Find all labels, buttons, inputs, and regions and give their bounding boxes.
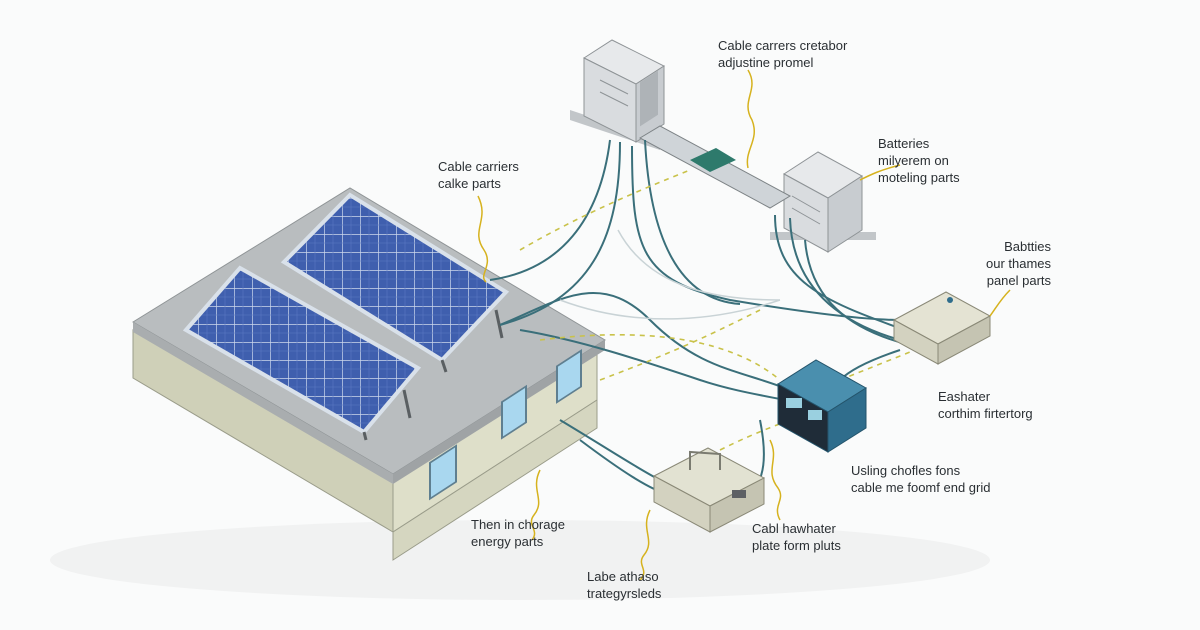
ground-shadow xyxy=(50,520,990,600)
solar-panel-front xyxy=(182,265,422,435)
label-line: trategyrsleds xyxy=(587,586,662,601)
window xyxy=(501,384,527,440)
label-bottom-center: Cabl hawhater plate form pluts xyxy=(752,520,841,554)
building xyxy=(132,187,606,561)
building-lower-wall xyxy=(392,399,598,561)
label-batteries: Batteries milyerem on moteling parts xyxy=(878,135,960,186)
window xyxy=(556,349,582,404)
solar-panel-rear xyxy=(280,192,510,363)
window xyxy=(429,444,457,501)
label-right-lower: Usling chofles fons cable me foomf end g… xyxy=(851,462,990,496)
label-line: our thames xyxy=(986,256,1052,271)
label-right-upper: Babtties our thames panel parts xyxy=(986,238,1051,289)
label-line: Cable carriers xyxy=(438,159,519,174)
cables-light xyxy=(559,229,781,320)
label-bottom: Labe athaso trategyrsleds xyxy=(587,568,661,602)
label-line: Then in chorage xyxy=(471,517,565,532)
label-line: Batteries xyxy=(878,136,930,151)
label-top-center: Cable carrers cretabor adjustine promel xyxy=(718,37,847,71)
roof-parapet-front xyxy=(393,340,605,484)
label-line: milyerem on xyxy=(878,153,949,168)
leader-lines xyxy=(477,69,1011,581)
label-line: Cabl hawhater xyxy=(752,521,836,536)
cables xyxy=(489,139,911,501)
panel-leg xyxy=(402,389,412,419)
inverter-cabinet-right xyxy=(770,151,876,253)
cable-tray-connector xyxy=(690,148,736,172)
panel-leg xyxy=(440,359,448,373)
label-line: corthim firtertorg xyxy=(938,406,1033,421)
roof-parapet xyxy=(133,322,393,484)
label-line: calke parts xyxy=(438,176,501,191)
charge-controller xyxy=(777,359,867,453)
label-bottom-left: Then in chorage energy parts xyxy=(471,516,565,550)
label-line: panel parts xyxy=(986,273,1052,288)
label-line: cable me foomf end grid xyxy=(851,480,991,495)
label-line: Cable carrers cretabor xyxy=(718,38,848,53)
label-line: Eashater xyxy=(938,389,991,404)
label-line: Labe athaso xyxy=(587,569,659,584)
dashed-wires xyxy=(519,169,911,451)
solar-array xyxy=(182,192,510,441)
label-line: moteling parts xyxy=(878,170,960,185)
inverter-cabinet-left xyxy=(570,39,666,150)
label-right-middle: Eashater corthim firtertorg xyxy=(938,388,1033,422)
label-cable-left: Cable carriers calke parts xyxy=(438,158,519,192)
panel-leg xyxy=(494,309,504,339)
label-line: energy parts xyxy=(471,534,544,549)
label-line: Babtties xyxy=(1004,239,1052,254)
label-line: plate form pluts xyxy=(752,538,841,553)
panel-leg xyxy=(362,431,368,441)
label-line: Usling chofles fons xyxy=(851,463,961,478)
junction-box xyxy=(652,447,766,533)
label-line: adjustine promel xyxy=(718,55,814,70)
